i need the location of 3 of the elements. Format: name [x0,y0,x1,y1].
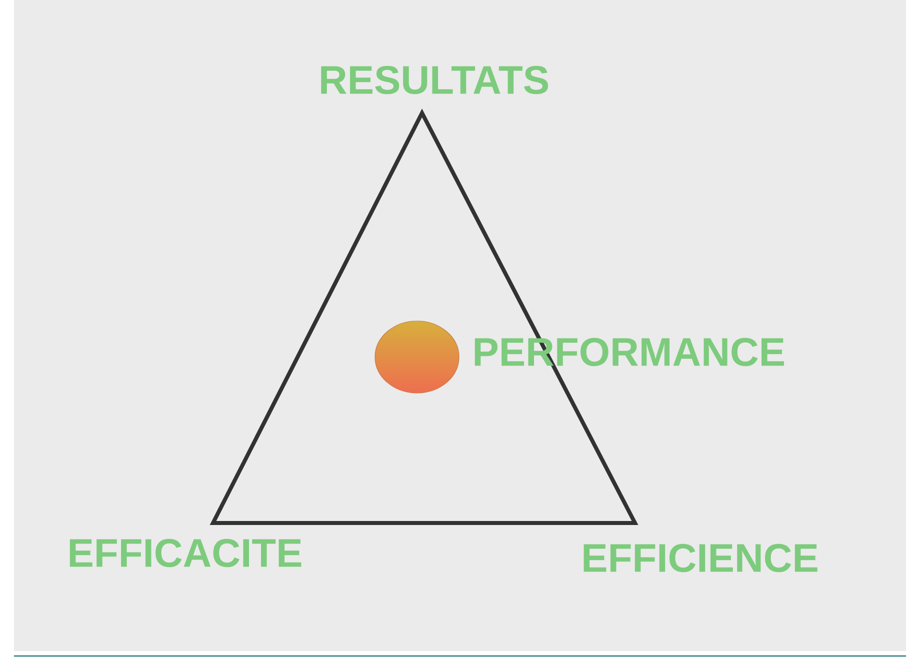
vertex-label: RESULTATS [321,66,548,94]
vertex-label: EFFICACITE [70,538,302,568]
vertex-label: EFFICIENCE [584,544,818,572]
